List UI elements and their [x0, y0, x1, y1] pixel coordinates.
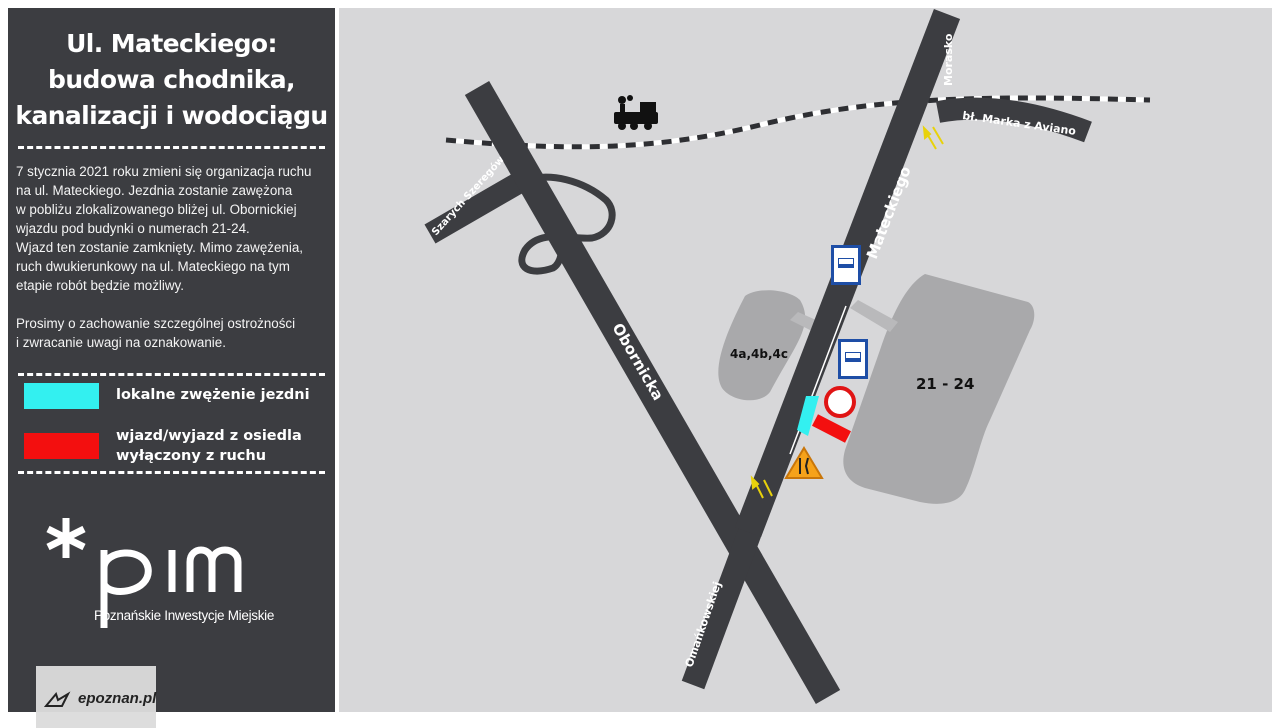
- text-line: etapie robót będzie możliwy.: [16, 278, 184, 293]
- pim-logo: [46, 518, 242, 628]
- description-paragraph-2: Prosimy o zachowanie szczególnej ostrożn…: [16, 314, 332, 352]
- road-obornicka: [464, 81, 841, 704]
- epoznan-logo-icon: [44, 691, 71, 707]
- map: Obornicka Mateckiego Morasko bł. Marka z…: [339, 8, 1272, 712]
- building-label-4a-4b-4c: 4a,4b,4c: [730, 347, 788, 361]
- train-icon: [614, 95, 658, 130]
- building-4a-4b-4c: [718, 290, 806, 401]
- driveway: [850, 300, 898, 332]
- road-marka-z-aviano: [935, 97, 1092, 143]
- legend-swatch-closed-entry: [24, 433, 99, 459]
- bus-stop-icon: [831, 245, 861, 285]
- text-line: wjazdu pod budynki o numerach 21-24.: [16, 221, 250, 236]
- bus-stop-icon: [838, 339, 868, 379]
- watermark-text: epoznan.pl: [78, 690, 157, 707]
- legend-line: lokalne zwężenie jezdni: [116, 387, 310, 403]
- title-line: Ul. Mateckiego:: [66, 29, 277, 58]
- text-line: 7 stycznia 2021 roku zmieni się organiza…: [16, 164, 312, 179]
- two-way-arrows-icon: [750, 125, 944, 499]
- railway: [445, 95, 1151, 150]
- narrowing-marker: [797, 396, 819, 436]
- description-paragraph-1: 7 stycznia 2021 roku zmieni się organiza…: [16, 162, 332, 295]
- map-canvas: Obornicka Mateckiego Morasko bł. Marka z…: [424, 8, 1151, 704]
- closed-entry-marker: [812, 414, 851, 443]
- page-title: Ul. Mateckiego: budowa chodnika, kanaliz…: [8, 26, 335, 134]
- no-entry-icon: [824, 386, 856, 418]
- info-panel: Ul. Mateckiego: budowa chodnika, kanaliz…: [8, 8, 335, 728]
- building-label-21-24: 21 - 24: [916, 375, 974, 393]
- building-21-24: [843, 274, 1035, 504]
- legend-label-narrowing: lokalne zwężenie jezdni: [116, 385, 310, 405]
- road-narrows-warning-icon: [784, 446, 824, 479]
- dashed-divider: [18, 471, 325, 474]
- text-line: ruch dwukierunkowy na ul. Mateckiego na …: [16, 259, 290, 274]
- title-line: kanalizacji i wodociągu: [15, 101, 328, 130]
- legend-line: wjazd/wyjazd z osiedla: [116, 428, 302, 444]
- text-line: w pobliżu zlokalizowanego bliżej ul. Obo…: [16, 202, 297, 217]
- watermark: epoznan.pl: [36, 666, 156, 728]
- logo-subtitle: Poznańskie Inwestycje Miejskie: [94, 608, 275, 623]
- dashed-divider: [18, 146, 325, 149]
- dashed-divider: [18, 373, 325, 376]
- text-line: na ul. Mateckiego. Jezdnia zostanie zawę…: [16, 183, 293, 198]
- text-line: Prosimy o zachowanie szczególnej ostrożn…: [16, 316, 296, 331]
- text-line: Wjazd ten zostanie zamknięty. Mimo zawęż…: [16, 240, 304, 255]
- legend-label-closed-entry: wjazd/wyjazd z osiedla wyłączony z ruchu: [116, 426, 302, 466]
- street-label-morasko: Morasko: [942, 33, 955, 86]
- legend-swatch-narrowing: [24, 383, 99, 409]
- text-line: i zwracanie uwagi na oznakowanie.: [16, 335, 226, 350]
- title-line: budowa chodnika,: [48, 65, 295, 94]
- description: 7 stycznia 2021 roku zmieni się organiza…: [16, 162, 332, 352]
- legend-line: wyłączony z ruchu: [116, 448, 267, 464]
